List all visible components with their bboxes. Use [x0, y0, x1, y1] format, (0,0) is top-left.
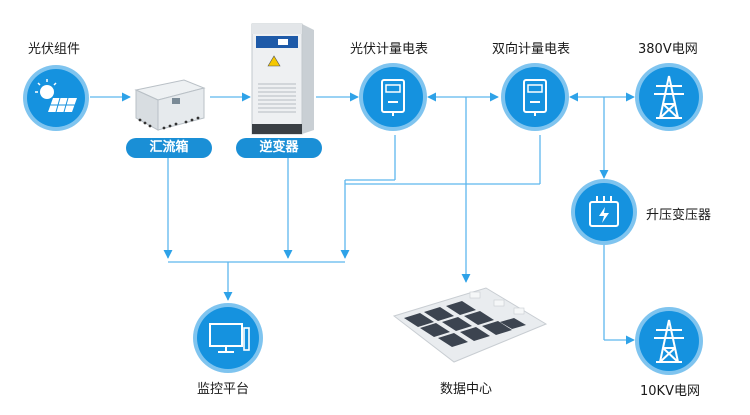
- inverter-label: 逆变器: [236, 138, 322, 158]
- inverter-illustration: [251, 23, 314, 135]
- combiner-box-illustration: [134, 79, 206, 131]
- transformer-icon: [571, 179, 637, 245]
- electric-meter-icon: [359, 63, 427, 131]
- bidirectional-meter-label: 双向计量电表: [492, 42, 571, 57]
- solar-panel-icon: [23, 65, 89, 131]
- electric-meter-icon: [501, 63, 569, 131]
- power-tower-icon: [635, 63, 703, 131]
- data-center-label: 数据中心: [440, 382, 493, 397]
- pv-meter-label: 光伏计量电表: [350, 42, 429, 57]
- monitor-platform-label: 监控平台: [197, 382, 250, 397]
- grid-10kv-label: 10KV电网: [640, 384, 700, 399]
- grid-380v-label: 380V电网: [638, 42, 698, 57]
- power-tower-icon: [635, 307, 703, 375]
- data-center-illustration: [392, 287, 548, 363]
- step-up-transformer-label: 升压变压器: [646, 208, 712, 223]
- combiner-box-label: 汇流箱: [126, 138, 212, 158]
- pv-module-label: 光伏组件: [28, 42, 81, 57]
- monitor-icon: [193, 303, 263, 373]
